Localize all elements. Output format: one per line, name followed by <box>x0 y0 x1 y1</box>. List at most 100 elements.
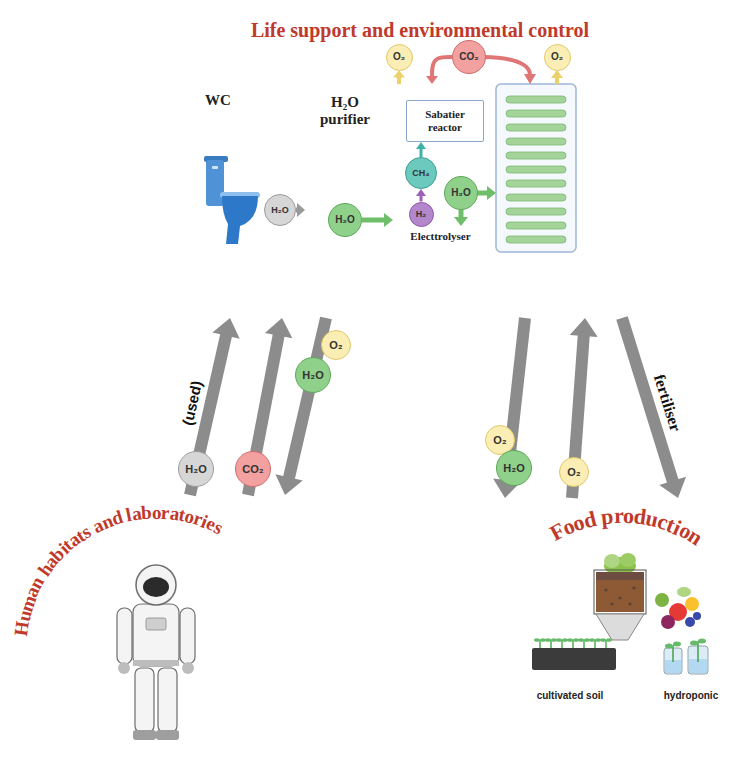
substance-circle: O₂ <box>386 44 413 71</box>
plant-growth-box <box>496 84 576 252</box>
area-title: Human habitats and laboratories <box>12 503 228 638</box>
astronaut-figure <box>133 730 156 740</box>
node-label: WC <box>205 92 277 109</box>
plant-growth-box <box>496 84 576 252</box>
process-box: WC <box>195 84 285 252</box>
text-holder: H₂O <box>179 452 213 486</box>
arrow-head <box>393 71 405 78</box>
substance-circle: O₂ <box>321 330 351 360</box>
food-illustration <box>550 640 552 648</box>
astronaut-figure <box>146 618 166 630</box>
arrow-head <box>275 474 302 495</box>
astronaut-figure <box>136 565 176 605</box>
node-label: O₂ <box>390 51 408 63</box>
reactor-box: Sabatier reactor <box>406 100 484 142</box>
astronaut-figure <box>133 604 179 666</box>
food-illustration <box>693 612 701 620</box>
text-holder: H₂ <box>410 203 433 226</box>
node-label: O₂ <box>548 51 566 63</box>
substance-circle: H₂O <box>444 176 478 210</box>
food-illustration <box>594 640 596 648</box>
arrow-head <box>416 189 426 196</box>
internal-flow-arrows <box>524 74 536 84</box>
substance-circle: H₂O <box>178 451 214 487</box>
substance-circle: O₂ <box>544 44 571 71</box>
toilet-icon <box>204 156 260 244</box>
plant-growth-box <box>506 222 566 229</box>
internal-flow-arrows <box>551 70 563 78</box>
text-holder: Food production <box>547 505 707 548</box>
food-illustration <box>685 597 699 611</box>
food-illustration <box>690 641 698 646</box>
area-circle: Human habitats and laboratories <box>5 495 295 770</box>
text-holder: Electtrolyser <box>396 230 485 243</box>
food-illustration <box>534 638 540 642</box>
food-illustration <box>605 640 607 648</box>
internal-flow-arrows <box>454 217 468 226</box>
area-ring <box>46 538 266 758</box>
title-glyph: r <box>613 505 623 527</box>
arrow-head <box>426 76 438 84</box>
flow-arrow <box>362 213 393 227</box>
substance-circle: O₂ <box>559 457 589 487</box>
cylinder-end <box>72 38 176 294</box>
food-illustration <box>685 617 695 627</box>
text-holder: O₂ <box>387 45 412 70</box>
food-illustration <box>628 602 631 605</box>
substance-circle: H₂O <box>264 194 296 226</box>
plant-growth-box <box>506 180 566 187</box>
astronaut-figure <box>182 662 194 674</box>
food-illustration <box>677 587 691 597</box>
astronaut-figure <box>143 577 169 597</box>
area-circle-shape <box>485 498 747 772</box>
food-illustration <box>620 553 636 567</box>
plant-growth-box <box>506 124 566 131</box>
node-label: CO₂ <box>239 463 266 476</box>
plant-growth-box <box>506 152 566 159</box>
astronaut-figure <box>158 668 177 732</box>
toilet-icon <box>206 160 224 206</box>
node-label: H₂O <box>268 205 292 215</box>
substance-circle: H₂O <box>328 203 362 237</box>
food-illustration <box>665 644 673 649</box>
arrow-head <box>212 318 239 339</box>
cylinder-end <box>649 20 741 312</box>
flow-arrow <box>622 318 686 498</box>
food-illustration <box>583 640 585 648</box>
text-holder: O₂ <box>545 45 570 70</box>
plant-growth-box <box>506 110 566 117</box>
flow-arrow <box>275 318 326 495</box>
internal-flow-arrows <box>484 57 530 75</box>
food-illustration <box>606 638 612 642</box>
plant-growth-box <box>506 208 566 215</box>
food-illustration <box>572 640 574 648</box>
food-illustration <box>632 586 635 589</box>
title-glyph: o <box>152 502 162 521</box>
text-holder: H₂O <box>445 177 477 209</box>
plant-growth-box <box>506 166 566 173</box>
node-label: H₂O <box>500 462 527 475</box>
text-holder: H₂O <box>497 451 531 485</box>
module-cylinder: Life support and environmental controlWC… <box>68 14 747 318</box>
food-illustration <box>604 588 607 591</box>
substance-circle: CO₂ <box>235 451 271 487</box>
plant-growth-box <box>506 96 566 103</box>
food-illustration <box>594 570 646 614</box>
astronaut-figure <box>118 662 130 674</box>
food-illustration <box>589 638 595 642</box>
food-illustration <box>596 572 644 612</box>
astronaut-figure <box>117 565 195 740</box>
plant-growth-box <box>506 138 566 145</box>
food-illustration <box>596 614 644 640</box>
food-illustration <box>532 648 616 670</box>
text-holder: Sabatier reactor <box>407 101 483 141</box>
text-holder: Human habitats and laboratories <box>12 503 228 638</box>
node-label: O₂ <box>326 339 345 352</box>
text-holder: CH₄ <box>406 158 436 188</box>
node-label: CO₂ <box>456 51 481 63</box>
text-holder: hydroponic <box>645 690 737 702</box>
plant-growth-box <box>506 194 566 201</box>
text-holder: H₂O <box>265 195 295 225</box>
